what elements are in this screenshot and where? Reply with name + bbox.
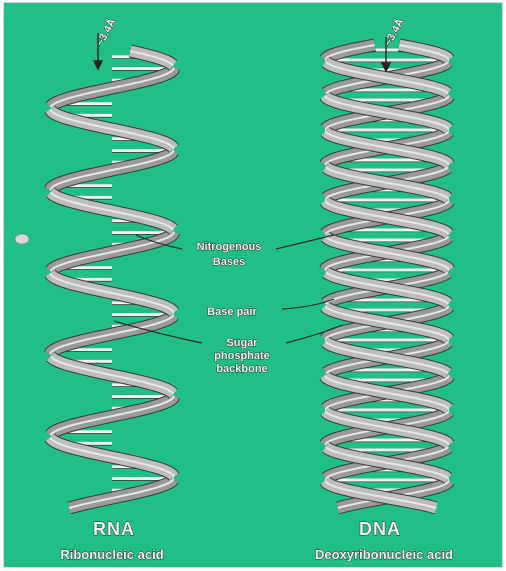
rna-title: RNA <box>93 519 135 539</box>
dna-title: DNA <box>359 519 401 539</box>
dna-helix <box>325 45 449 508</box>
sugar-label: Sugar <box>226 337 258 349</box>
bases-label: Bases <box>213 256 245 268</box>
diagram-panel: ~3.4Å ~3.4Å Nitrogenous Bases Base pair … <box>3 2 503 568</box>
backbone-label: backbone <box>216 363 267 375</box>
nitrogenous-label: Nitrogenous <box>197 241 262 253</box>
helix-diagram: ~3.4Å ~3.4Å Nitrogenous Bases Base pair … <box>4 3 503 568</box>
phosphate-label: phosphate <box>214 350 270 362</box>
rna-width-label: ~3.4Å <box>93 16 118 48</box>
marker-dot <box>15 234 29 244</box>
base-pair-label: Base pair <box>207 306 257 318</box>
rna-helix <box>50 51 174 508</box>
rna-full-name: Ribonucleic acid <box>60 547 163 562</box>
dna-full-name: Deoxyribonucleic acid <box>315 547 453 562</box>
